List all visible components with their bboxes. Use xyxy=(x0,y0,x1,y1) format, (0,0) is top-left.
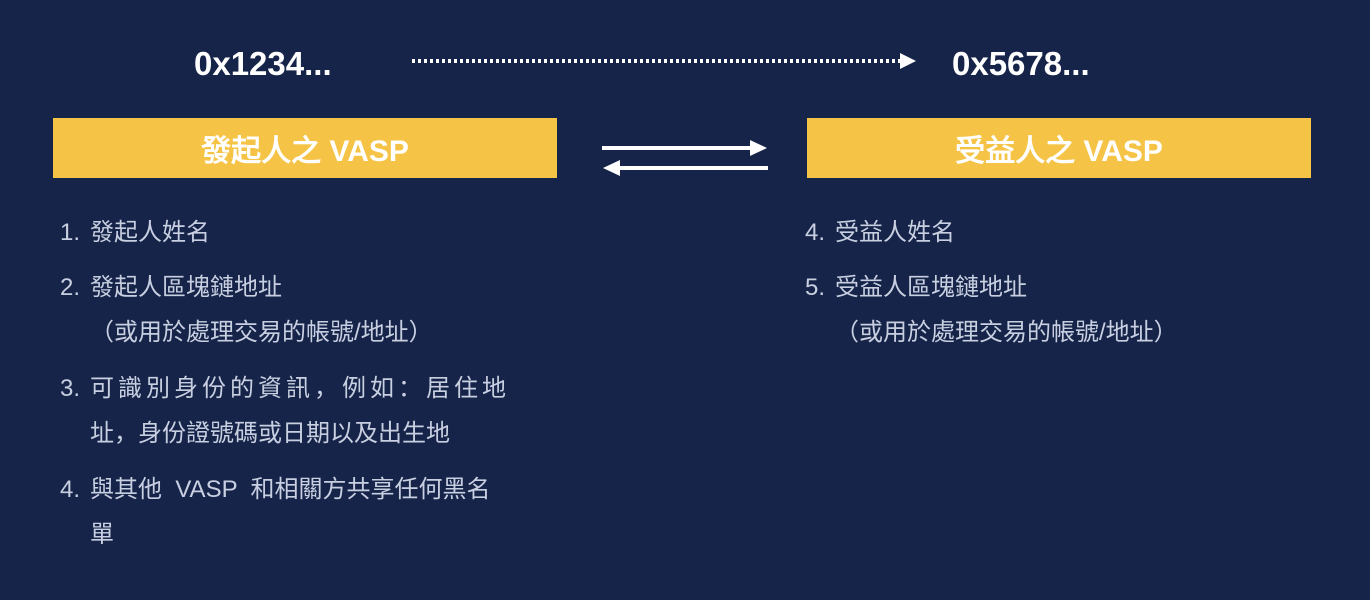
beneficiary-address: 0x5678... xyxy=(952,45,1090,82)
dotted-arrow-head xyxy=(900,53,916,69)
originator-item-4: 4.與其他 VASP 和相關方共享任何黑名 xyxy=(60,476,491,503)
originator-item-3: 3.可識別身份的資訊，例如：居住地 xyxy=(60,375,510,402)
right-arrow-head xyxy=(750,140,767,156)
originator-vasp-box: 發起人之 VASP xyxy=(53,118,557,178)
originator-item-3-cont: 址，身份證號碼或日期以及出生地 xyxy=(90,420,450,447)
originator-item-2: 2.發起人區塊鏈地址 xyxy=(60,274,282,301)
originator-item-2-cont: （或用於處理交易的帳號/地址） xyxy=(90,319,433,346)
originator-item-4-cont: 單 xyxy=(90,521,114,548)
beneficiary-item-5: 5.受益人區塊鏈地址 xyxy=(805,274,1027,301)
beneficiary-item-5-cont: （或用於處理交易的帳號/地址） xyxy=(835,319,1178,346)
left-arrow-head xyxy=(603,160,620,176)
beneficiary-item-4: 4.受益人姓名 xyxy=(805,219,955,246)
originator-address: 0x1234... xyxy=(194,45,332,82)
originator-item-1: 1.發起人姓名 xyxy=(60,219,210,246)
beneficiary-vasp-box: 受益人之 VASP xyxy=(807,118,1311,178)
